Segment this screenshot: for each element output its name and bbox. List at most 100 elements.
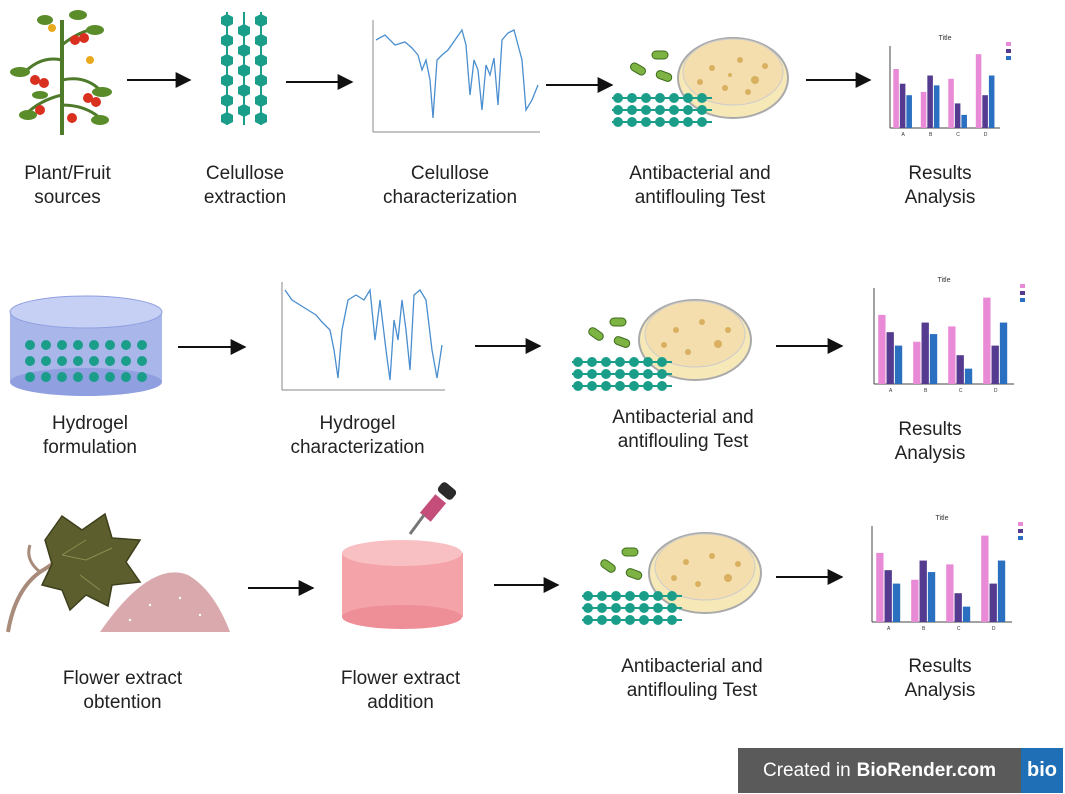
cellulose-fibers-icon <box>572 357 672 391</box>
badge-prefix: Created in <box>762 759 851 781</box>
bar <box>893 68 899 128</box>
x-tick-label: A <box>887 626 891 632</box>
bar <box>894 345 903 384</box>
legend-swatch <box>1018 522 1023 526</box>
bar <box>954 593 962 622</box>
x-tick-label: C <box>956 132 960 138</box>
bar <box>927 75 933 128</box>
petri-dish-icon <box>677 37 789 119</box>
bar <box>997 560 1006 622</box>
label-line: antiflouling Test <box>617 431 749 452</box>
label-line: antiflouling Test <box>626 680 758 701</box>
bacteria-icon <box>600 547 643 580</box>
label-line: obtention <box>83 692 162 713</box>
legend-swatch <box>1018 529 1023 533</box>
x-tick-label: B <box>929 132 933 138</box>
bar <box>982 95 988 128</box>
bar <box>981 535 989 622</box>
label-line: Results <box>898 419 962 440</box>
step-label: Antibacterial and antiflouling Test <box>573 406 793 454</box>
bar <box>975 54 982 129</box>
label-line: Results <box>908 163 972 184</box>
bar <box>964 368 973 384</box>
bar <box>927 572 936 622</box>
label-line: Antibacterial and <box>612 407 754 428</box>
bar <box>929 334 938 384</box>
cellulose-fibers-icon <box>612 93 712 127</box>
bar <box>948 326 956 384</box>
label-line: characterization <box>290 437 425 458</box>
label-line: sources <box>34 187 101 208</box>
bar <box>911 579 919 622</box>
legend-swatch <box>1006 56 1011 60</box>
cellulose-chain-icon <box>221 12 267 125</box>
bar <box>919 560 927 622</box>
flower-leaf-powder-icon <box>6 512 230 633</box>
pink-hydrogel-icon <box>342 540 463 629</box>
bar <box>933 85 940 128</box>
bar <box>962 606 971 622</box>
bar <box>983 297 991 384</box>
x-tick-label: D <box>994 388 998 394</box>
ftir-spectrum-icon <box>372 20 540 133</box>
label-line: Antibacterial and <box>621 656 763 677</box>
x-tick-label: D <box>984 132 988 138</box>
bar <box>999 322 1008 384</box>
bar <box>921 322 929 384</box>
ftir-spectrum-icon <box>281 282 445 391</box>
chart-title: Title <box>936 515 949 522</box>
bar <box>961 114 967 128</box>
bar <box>946 564 954 622</box>
bar <box>989 583 997 622</box>
bar <box>899 83 906 128</box>
hydrogel-cylinder-icon <box>9 295 163 396</box>
label-line: Results <box>908 656 972 677</box>
bar <box>956 355 964 384</box>
x-tick-label: D <box>992 626 996 632</box>
bar <box>884 570 892 622</box>
legend-swatch <box>1020 291 1025 295</box>
bar <box>886 332 894 384</box>
label-line: Antibacterial and <box>629 163 771 184</box>
label-line: addition <box>367 692 434 713</box>
chart-title: Title <box>938 277 951 284</box>
bar <box>892 583 901 622</box>
badge-brand: BioRender.com <box>856 759 997 781</box>
label-line: Hydrogel <box>51 413 129 434</box>
label-line: formulation <box>43 437 137 458</box>
x-tick-label: A <box>901 132 905 138</box>
chart-title: Title <box>939 35 952 42</box>
x-tick-label: B <box>922 626 926 632</box>
x-tick-label: C <box>959 388 963 394</box>
label-line: Analysis <box>904 187 976 208</box>
bar <box>988 75 995 128</box>
bar <box>913 341 921 384</box>
label-line: characterization <box>382 187 518 208</box>
x-tick-label: C <box>957 626 961 632</box>
bacteria-icon <box>588 317 631 348</box>
label-line: Celullose <box>205 163 285 184</box>
label-line: Analysis <box>904 680 976 701</box>
x-tick-label: A <box>889 388 893 394</box>
bar <box>948 78 954 128</box>
step-label: Hydrogel formulation <box>20 412 160 460</box>
legend-swatch <box>1006 49 1011 53</box>
biorender-logo: bio <box>1021 748 1063 793</box>
bar <box>954 103 961 128</box>
bar <box>991 345 999 384</box>
bar <box>906 95 912 128</box>
label-line: Plant/Fruit <box>24 163 111 184</box>
